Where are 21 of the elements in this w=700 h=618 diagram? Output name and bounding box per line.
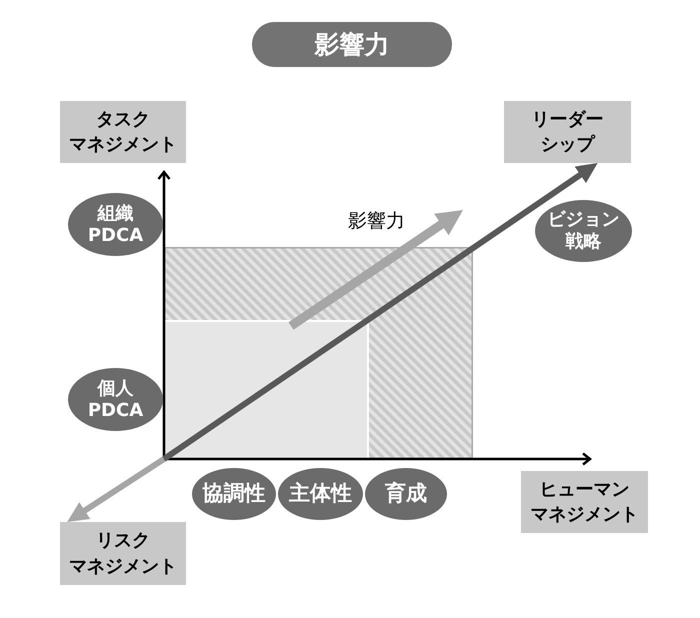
node-label: 協調性 [202, 481, 266, 507]
shaded-area [164, 320, 369, 459]
node-label: 主体性 [289, 481, 352, 507]
node-label: 影響力 [314, 30, 390, 60]
node-label: 組織PDCA [88, 202, 144, 246]
node-label: 育成 [385, 481, 427, 507]
label-box [504, 101, 631, 163]
node-label: タスクマネジメント [69, 108, 177, 157]
label-box [60, 522, 186, 585]
node-label: ビジョン戦略 [548, 209, 620, 253]
title-pill [252, 22, 452, 67]
node-label: 個人PDCA [88, 378, 144, 422]
label-box [521, 471, 648, 533]
node-label: リーダーシップ [532, 108, 604, 157]
direction-label: 影響力 [348, 210, 405, 233]
label-box [60, 101, 186, 163]
node-label: リスクマネジメント [69, 529, 177, 578]
hatched-area [164, 247, 473, 459]
arrow [66, 456, 166, 525]
node-label: ヒューマンマネジメント [530, 478, 638, 527]
arrow [162, 160, 600, 462]
